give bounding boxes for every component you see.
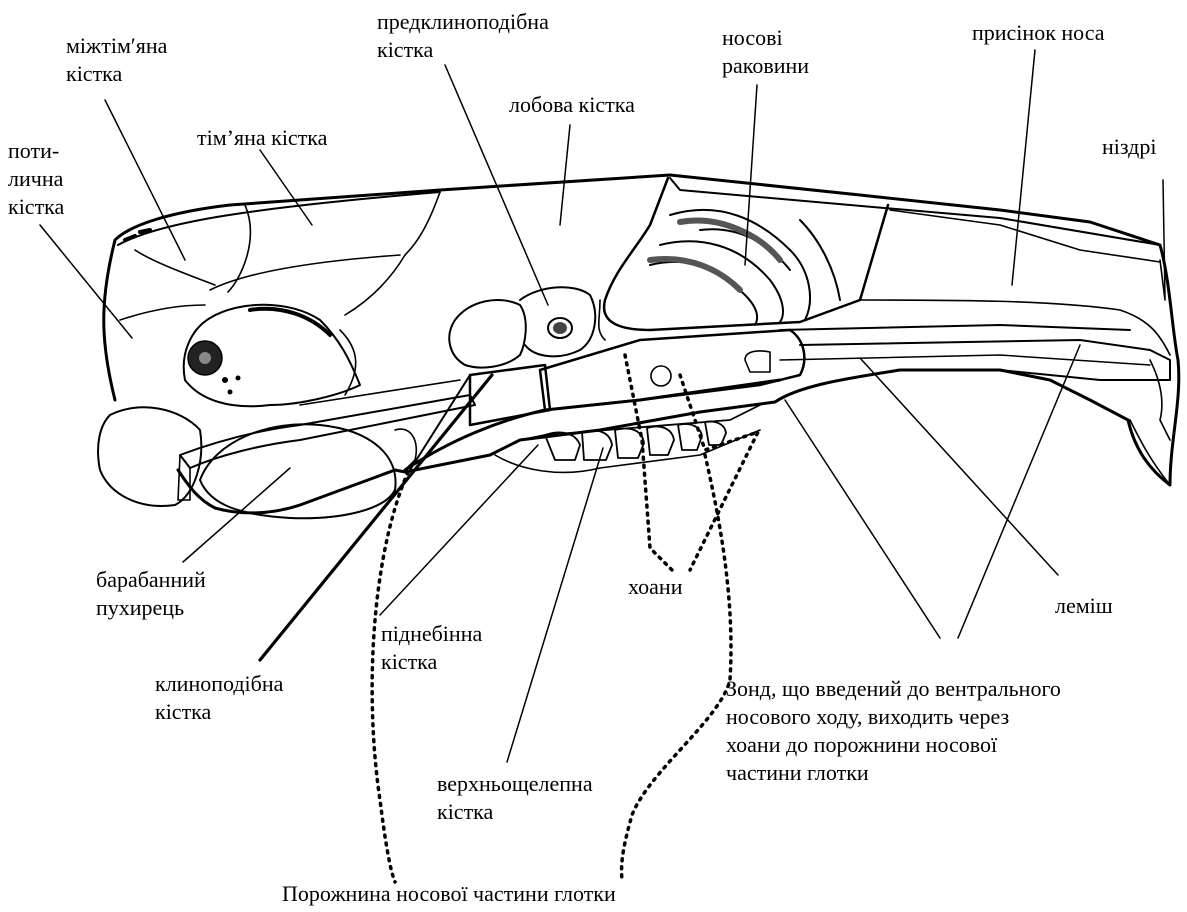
parietal-sutures bbox=[210, 192, 440, 395]
label-frontal-bone: лобова кістка bbox=[509, 91, 635, 119]
leader-lines bbox=[40, 50, 1165, 762]
label-probe-note: Зонд, що введений до вентрального носово… bbox=[726, 675, 1061, 787]
label-interparietal-bone: міжтім′яна кістка bbox=[66, 32, 167, 88]
label-presphenoid-bone: предклиноподібна кістка bbox=[377, 8, 549, 64]
label-choanae: хоани bbox=[628, 573, 682, 601]
label-sphenoid-bone: клиноподібна кістка bbox=[155, 670, 283, 726]
label-tympanic-bulla: барабанний пухирець bbox=[96, 566, 206, 622]
label-parietal-bone: тім’яна кістка bbox=[197, 124, 327, 152]
label-vomer: леміш bbox=[1055, 592, 1113, 620]
zygomatic-bar bbox=[180, 395, 475, 468]
label-nostrils: ніздрі bbox=[1102, 133, 1156, 161]
nasal-conchae bbox=[650, 210, 840, 325]
sphenoid-body bbox=[470, 365, 550, 425]
vomer-outline bbox=[540, 330, 804, 410]
label-nasal-conchae: носові раковини bbox=[722, 24, 809, 80]
label-palatine-bone: піднебінна кістка bbox=[381, 620, 482, 676]
label-maxilla: верхньощелепна кістка bbox=[437, 770, 593, 826]
label-nasopharynx-cavity: Порожнина носової частини глотки bbox=[282, 880, 616, 908]
label-occipital-bone: поти- лична кістка bbox=[8, 137, 64, 221]
presphenoid-outline bbox=[449, 300, 525, 368]
label-nasal-vestibule: присінок носа bbox=[972, 19, 1105, 47]
